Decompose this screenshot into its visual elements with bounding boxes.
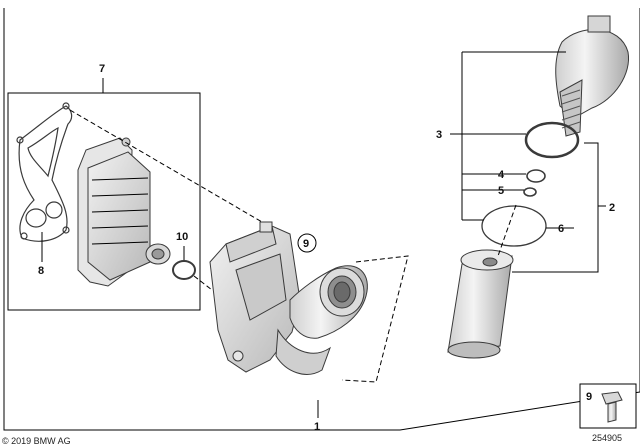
filter-centerline: [497, 204, 517, 257]
callout-9: 9: [303, 238, 309, 250]
copyright-text: © 2019 BMW AG: [2, 436, 71, 446]
seal-part-3: [524, 121, 580, 159]
filter-element-part: [447, 249, 514, 359]
callout-5: 5: [498, 185, 504, 197]
oil-cooler-group-box: [7, 92, 201, 311]
inset-label-9: 9: [586, 391, 592, 403]
callout-3: 3: [436, 129, 442, 141]
filter-cover-part: [555, 15, 630, 137]
gasket-part: [16, 102, 73, 242]
bolt-part-9: [601, 391, 623, 423]
leader-lines-right: [450, 51, 606, 273]
assembly-line-7: [69, 109, 263, 223]
diagram-number: 254905: [592, 433, 622, 443]
assembly-frame: [3, 8, 640, 431]
ring-part-5: [523, 187, 537, 197]
pipe-cutaway-outline: [341, 255, 409, 383]
callout-9-circle: [297, 233, 317, 253]
callout-1: 1: [314, 421, 320, 433]
oil-cooler-part: [77, 137, 171, 287]
callout-10: 10: [176, 231, 188, 243]
o-ring-part-10: [172, 260, 196, 280]
filter-housing-part: [209, 221, 368, 375]
ring-part-6: [481, 205, 547, 247]
ring-part-4: [526, 169, 546, 183]
callout-7: 7: [99, 63, 105, 75]
callout-2: 2: [609, 202, 615, 214]
callout-4: 4: [498, 169, 505, 181]
assembly-line-10: [193, 275, 213, 291]
callout-8: 8: [38, 265, 44, 277]
callout-6: 6: [558, 223, 564, 235]
